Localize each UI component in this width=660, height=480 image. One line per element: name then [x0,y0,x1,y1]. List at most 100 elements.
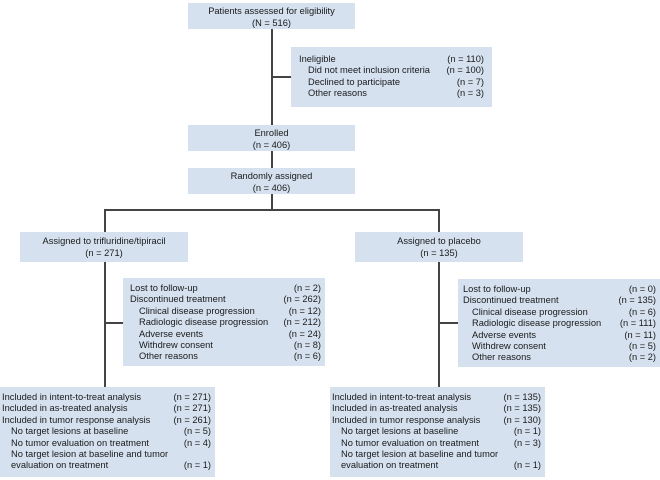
arm1-analysis-box: Included in intent-to-treat analysis (n =… [0,387,215,477]
ineligible-row: Other reasons(n = 3) [299,88,484,99]
row-label: Withdrew consent [139,340,213,351]
analysis-row: Included in as-treated analysis (n = 135) [332,403,541,414]
analysis-row: Included in tumor response analysis(n = … [332,415,541,426]
row-count: (n = 271) [173,403,211,414]
row-count: (n = 5) [628,341,656,352]
analysis-row: No target lesions at baseline (n = 5) [2,426,211,437]
enrolled-box: Enrolled (n = 406) [188,125,355,151]
analysis-row: evaluation on treatment (n = 1) [332,460,541,471]
row-count: (n = 212) [283,317,321,328]
row-label: No tumor evaluation on treatment [341,437,479,448]
row-count: (n = 5) [183,426,211,437]
row-label: Withdrew consent [472,341,546,352]
row-label: Other reasons [139,351,198,362]
enrolled-title: Enrolled [254,128,289,138]
analysis-row: Included in intent-to-treat analysis(n =… [332,392,541,403]
followup-row: Withdrew consent (n = 8) [130,340,321,351]
followup-row: Radiologic disease progression (n = 212) [130,317,321,328]
row-label: No target lesions at baseline [11,426,129,437]
row-label: No target lesions at baseline [341,426,459,437]
row-label: Adverse events [472,329,537,340]
randomized-box: Randomly assigned (n = 406) [188,168,355,194]
arm2-title: Assigned to placebo [397,236,481,246]
arm2-assigned-box: Assigned to placebo (n = 135) [355,232,523,262]
row-count: (n = 0) [628,284,656,294]
row-label: Included in as-treated analysis [332,403,458,414]
row-count: (n = 111) [619,318,656,329]
arm2-analysis-box: Included in intent-to-treat analysis (n =… [330,387,545,477]
followup-row: Clinical disease progression (n = 12) [130,306,321,317]
randomized-title: Randomly assigned [230,171,313,181]
connector-split-horizontal [104,209,440,211]
row-count: (n = 6) [293,351,321,362]
analysis-row: No target lesion at baseline and tumor [332,449,541,460]
row-count: (n = 2) [293,283,321,293]
row-count: (n = 261) [173,414,211,425]
followup-row: Other reasons (n = 6) [130,351,321,362]
row-label: Clinical disease progression [472,306,588,317]
followup-row: Discontinued treatment(n = 262) [130,294,321,305]
connector-arm1-down [104,262,106,387]
analysis-row: No tumor evaluation on treatment (n = 3) [332,438,541,449]
row-label: Discontinued treatment [463,295,559,306]
connector-arm1-followup [105,322,123,324]
analysis-row: No tumor evaluation on treatment (n = 4) [2,438,211,449]
row-label: Included in intent-to-treat analysis [332,392,472,402]
arm1-count: (n = 271) [85,248,123,258]
row-label: Ineligible [299,54,336,64]
row-count: (n = 3) [456,87,484,98]
row-label: evaluation on treatment [341,460,439,471]
row-count: (n = 130) [503,414,541,425]
row-label: Declined to participate [308,76,400,87]
row-label: Included in intent-to-treat analysis [2,392,142,402]
connector-main-vertical [271,28,273,210]
row-label: Other reasons [472,352,531,363]
connector-arm2-followup [439,322,458,324]
row-label: No target lesion at baseline and tumor [341,449,499,460]
followup-row: Radiologic disease progression(n = 111) [463,318,656,329]
row-label: Did not meet inclusion criteria [308,65,430,76]
followup-row: Adverse events (n = 11) [463,330,656,341]
followup-row: Clinical disease progression (n = 6) [463,307,656,318]
analysis-row: Included in tumor response analysis (n = … [2,415,211,426]
assessed-box: Patients assessed for eligibility (N = 5… [188,3,355,29]
arm2-count: (n = 135) [420,248,458,258]
row-label: No tumor evaluation on treatment [11,437,149,448]
row-count: (n = 2) [628,352,656,363]
analysis-row: Included in intent-to-treat analysis (n =… [2,392,211,403]
row-count: (n = 1) [513,426,541,437]
row-label: Discontinued treatment [130,294,226,305]
ineligible-row: Declined to participate(n = 7) [299,77,484,88]
row-label: No target lesion at baseline and tumor [11,449,169,460]
row-count: (n = 3) [513,437,541,448]
analysis-row: Included in as-treated analysis(n = 271) [2,403,211,414]
arm1-assigned-box: Assigned to trifluridine/tipiracil (n = … [20,232,188,262]
row-count: (n = 6) [628,306,656,317]
connector-arm2-vertical [438,209,440,232]
row-label: Clinical disease progression [139,305,255,316]
row-count: (n = 11) [624,329,656,340]
row-label: Radiologic disease progression [139,317,269,328]
row-label: Included in tumor response analysis [2,414,151,425]
row-count: (n = 4) [183,437,211,448]
followup-row: Withdrew consent (n = 5) [463,341,656,352]
row-count: (n = 24) [288,328,321,339]
row-count: (n = 100) [446,65,484,76]
row-count: (n = 12) [288,305,321,316]
arm2-followup-box: Lost to follow-up(n = 0)Discontinued tre… [458,279,660,367]
enrolled-count: (n = 406) [252,140,291,150]
analysis-row: No target lesions at baseline (n = 1) [332,426,541,437]
row-count: (n = 1) [513,460,541,471]
row-count: (n = 135) [503,403,541,414]
row-count: (n = 1) [183,460,211,471]
followup-row: Lost to follow-up (n = 2) [130,283,321,294]
row-count: (n = 135) [618,295,656,306]
assessed-count: (N = 516) [251,18,291,28]
row-label: Adverse events [139,328,204,339]
row-label: Lost to follow-up [130,283,198,293]
followup-row: Lost to follow-up(n = 0) [463,284,656,295]
row-count: (n = 8) [293,340,321,351]
assessed-title: Patients assessed for eligibility [208,6,335,16]
row-count: (n = 271) [173,392,211,402]
row-count: (n = 110) [447,54,484,64]
